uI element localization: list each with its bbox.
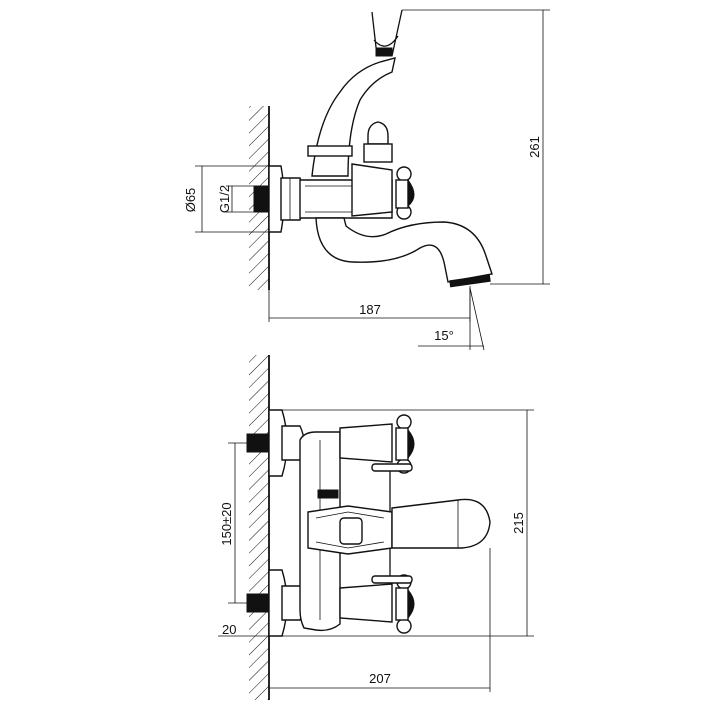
front-view: 150±20 215 20 207 bbox=[218, 355, 534, 700]
front-pipe-bottom bbox=[339, 583, 393, 623]
side-view: Ø65 G1/2 261 187 15° bbox=[183, 9, 550, 351]
front-hub-top bbox=[395, 427, 409, 461]
dim-height-label: 261 bbox=[527, 136, 542, 158]
dim-angle-label: 15° bbox=[434, 328, 454, 343]
dim-depth-label: 187 bbox=[359, 302, 381, 317]
front-diverter-lines bbox=[315, 511, 385, 549]
front-pipe-top bbox=[339, 423, 393, 463]
front-lever-top bbox=[371, 463, 413, 472]
front-wall-hatch bbox=[249, 355, 269, 700]
side-handle-cap bbox=[407, 178, 415, 208]
dim-angle-ray bbox=[469, 287, 485, 351]
side-top-knob-base bbox=[363, 143, 393, 163]
side-handle-stem bbox=[351, 163, 393, 217]
dim-thread-label: G1/2 bbox=[217, 185, 232, 213]
dim-diameter-label: Ø65 bbox=[183, 188, 198, 213]
side-handle-hub bbox=[395, 179, 409, 209]
dim-spacing-label: 150±20 bbox=[219, 502, 234, 545]
front-cap-bottom bbox=[407, 588, 415, 620]
side-aerator bbox=[449, 274, 491, 288]
front-knob-top-a bbox=[396, 414, 412, 430]
side-spout bbox=[315, 217, 493, 283]
dim-width-label: 207 bbox=[369, 671, 391, 686]
front-cap-top bbox=[407, 428, 415, 460]
front-inlet-bottom-thread bbox=[246, 593, 270, 613]
front-diverter-top bbox=[317, 489, 339, 499]
side-handle-knob-top bbox=[396, 166, 412, 182]
dim-front-height-label: 215 bbox=[511, 512, 526, 534]
side-collar bbox=[307, 145, 353, 157]
front-inlet-top-thread bbox=[246, 433, 270, 453]
front-lever-bottom bbox=[371, 575, 413, 584]
dim-offset-label: 20 bbox=[222, 622, 236, 637]
front-spout bbox=[391, 498, 491, 549]
side-hook-base bbox=[375, 47, 393, 57]
side-inlet-thread bbox=[253, 185, 269, 213]
front-diverter-knob bbox=[339, 517, 363, 545]
front-knob-bottom-b bbox=[396, 618, 412, 634]
front-hub-bottom bbox=[395, 587, 409, 621]
side-top-knob bbox=[367, 121, 389, 145]
